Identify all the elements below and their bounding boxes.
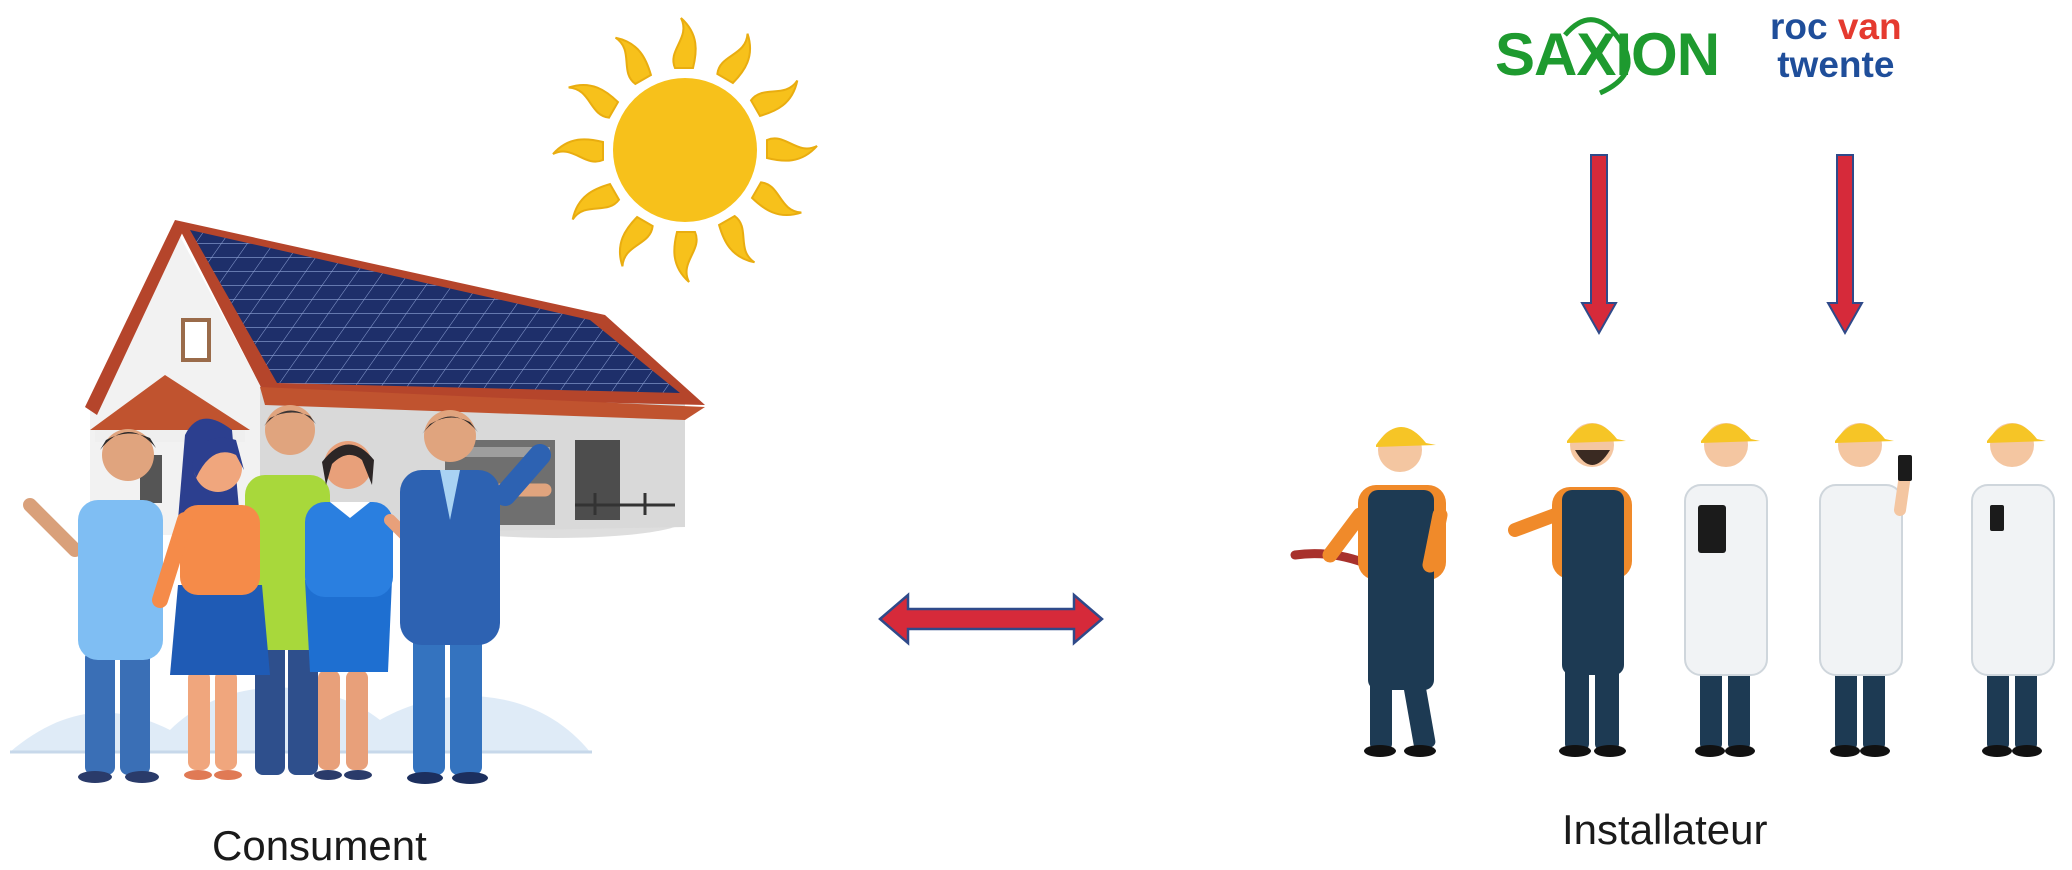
double-arrow (878, 592, 1104, 646)
roc-van-twente-logo: roc van twente (1770, 8, 1902, 84)
consumer-group-icon (0, 410, 600, 782)
installer-workers-icon (1290, 415, 2060, 760)
roc-logo-word-twente: twente (1770, 46, 1902, 84)
roc-logo-word-roc: roc (1770, 6, 1828, 47)
saxion-logo-swoosh (1545, 5, 1645, 105)
down-arrow-roc (1826, 153, 1864, 335)
down-arrow-saxion (1580, 153, 1618, 335)
installateur-label: Installateur (1562, 806, 1767, 854)
roc-logo-word-van: van (1838, 6, 1902, 47)
consument-label: Consument (212, 822, 427, 870)
